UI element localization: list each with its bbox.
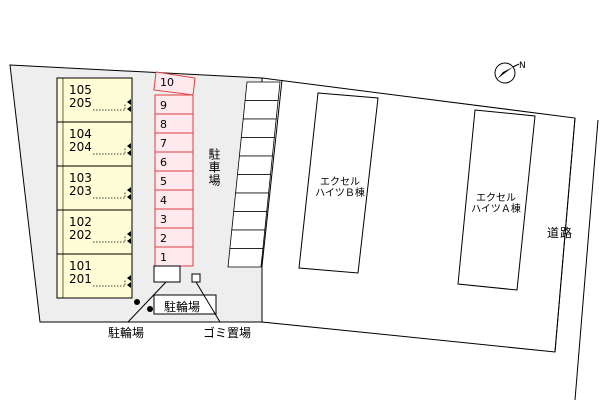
parking-slot-number: 7 bbox=[160, 137, 167, 150]
bicycle-parking-box bbox=[153, 294, 217, 315]
bicycle-callout-label: 駐輪場 bbox=[108, 326, 145, 340]
building-a-line2: ハイツＡ棟 bbox=[471, 204, 521, 215]
garbage-callout-label: ゴミ置場 bbox=[203, 326, 252, 340]
building-a-line1: エクセル bbox=[476, 193, 516, 204]
unit-number-lower: 205 bbox=[69, 96, 92, 110]
parking-slot-number: 10 bbox=[160, 76, 174, 89]
bicycle-callout-line bbox=[127, 281, 167, 323]
adjacent-parking bbox=[227, 81, 281, 268]
north-arrow-icon: N bbox=[494, 61, 526, 84]
adjacent-parking-slot bbox=[233, 192, 270, 212]
adjacent-parking-slot bbox=[238, 137, 275, 157]
apartment-unit bbox=[56, 209, 133, 255]
unit-number-upper: 101 bbox=[69, 259, 92, 273]
building-a bbox=[457, 109, 536, 291]
site-ground bbox=[9, 64, 263, 323]
parking-slot-number: 8 bbox=[160, 118, 167, 131]
building-b-line2: ハイツＢ棟 bbox=[315, 188, 365, 199]
unit-number-upper: 103 bbox=[69, 171, 92, 185]
apartment-units bbox=[56, 77, 133, 299]
tree-dot-icon bbox=[147, 306, 153, 312]
apartment-unit bbox=[56, 165, 133, 211]
adjacent-parking-slot bbox=[237, 155, 273, 175]
unit-entrance-leader bbox=[93, 236, 126, 243]
building-b bbox=[298, 92, 379, 274]
parking-slots bbox=[153, 71, 196, 267]
parking-slot-number: 2 bbox=[160, 232, 167, 245]
garbage-callout-line bbox=[195, 281, 221, 323]
adjacent-parking-slot bbox=[235, 174, 271, 194]
unit-number-upper: 104 bbox=[69, 127, 92, 141]
unit-number-lower: 203 bbox=[69, 184, 92, 198]
adjacent-parking-slot bbox=[242, 100, 279, 120]
building-b-line1: エクセル bbox=[320, 177, 360, 188]
bicycle-box-label: 駐輪場 bbox=[164, 300, 201, 314]
apartment-unit bbox=[56, 121, 133, 167]
building-b-label: エクセル ハイツＢ棟 bbox=[308, 177, 372, 199]
adjacent-parking-slot bbox=[231, 211, 268, 231]
adjacent-parking-divider bbox=[261, 79, 283, 267]
bike-stand-square bbox=[153, 265, 181, 283]
adjacent-parking-slot bbox=[244, 81, 281, 101]
unit-entrance-leader bbox=[93, 280, 126, 287]
entrance-arrow-icon bbox=[127, 238, 131, 244]
unit-number-upper: 105 bbox=[69, 83, 92, 97]
entrance-arrow-icon bbox=[127, 99, 131, 105]
road-far-edge-line bbox=[574, 119, 599, 400]
unit-number-lower: 201 bbox=[69, 272, 92, 286]
parking-slot-number: 6 bbox=[160, 156, 167, 169]
svg-text:N: N bbox=[519, 61, 526, 71]
entrance-arrow-icon bbox=[127, 150, 131, 156]
unit-entrance-leader bbox=[93, 104, 126, 111]
entrance-arrow-icon bbox=[127, 275, 131, 281]
entrance-arrow-icon bbox=[127, 282, 131, 288]
unit-number-upper: 102 bbox=[69, 215, 92, 229]
adjacent-parking-slot bbox=[229, 229, 266, 249]
parking-area-label: 駐車場 bbox=[207, 148, 221, 187]
entrance-arrow-icon bbox=[127, 143, 131, 149]
adjacent-parking-slot bbox=[227, 248, 264, 268]
tree-dot-icon bbox=[134, 299, 140, 305]
entrance-arrow-icon bbox=[127, 187, 131, 193]
unit-number-lower: 202 bbox=[69, 228, 92, 242]
apartment-unit bbox=[56, 253, 133, 299]
adjacent-parking-slot bbox=[240, 118, 277, 138]
parking-slot-number: 5 bbox=[160, 175, 167, 188]
road-edge-line bbox=[554, 117, 576, 353]
unit-number-lower: 204 bbox=[69, 140, 92, 154]
entrance-arrow-icon bbox=[127, 106, 131, 112]
road-label: 道路 bbox=[547, 226, 574, 240]
apartment-unit bbox=[56, 77, 133, 123]
parking-slot-number: 4 bbox=[160, 194, 167, 207]
parking-slot-number: 1 bbox=[160, 251, 167, 264]
unit-entrance-leader bbox=[93, 148, 126, 155]
garbage-square bbox=[191, 273, 201, 283]
parking-slot-number: 3 bbox=[160, 213, 167, 226]
unit-entrance-leader bbox=[93, 192, 126, 199]
building-a-label: エクセル ハイツＡ棟 bbox=[464, 193, 528, 215]
parking-slot-number: 9 bbox=[160, 99, 167, 112]
entrance-arrow-icon bbox=[127, 231, 131, 237]
entrance-arrow-icon bbox=[127, 194, 131, 200]
